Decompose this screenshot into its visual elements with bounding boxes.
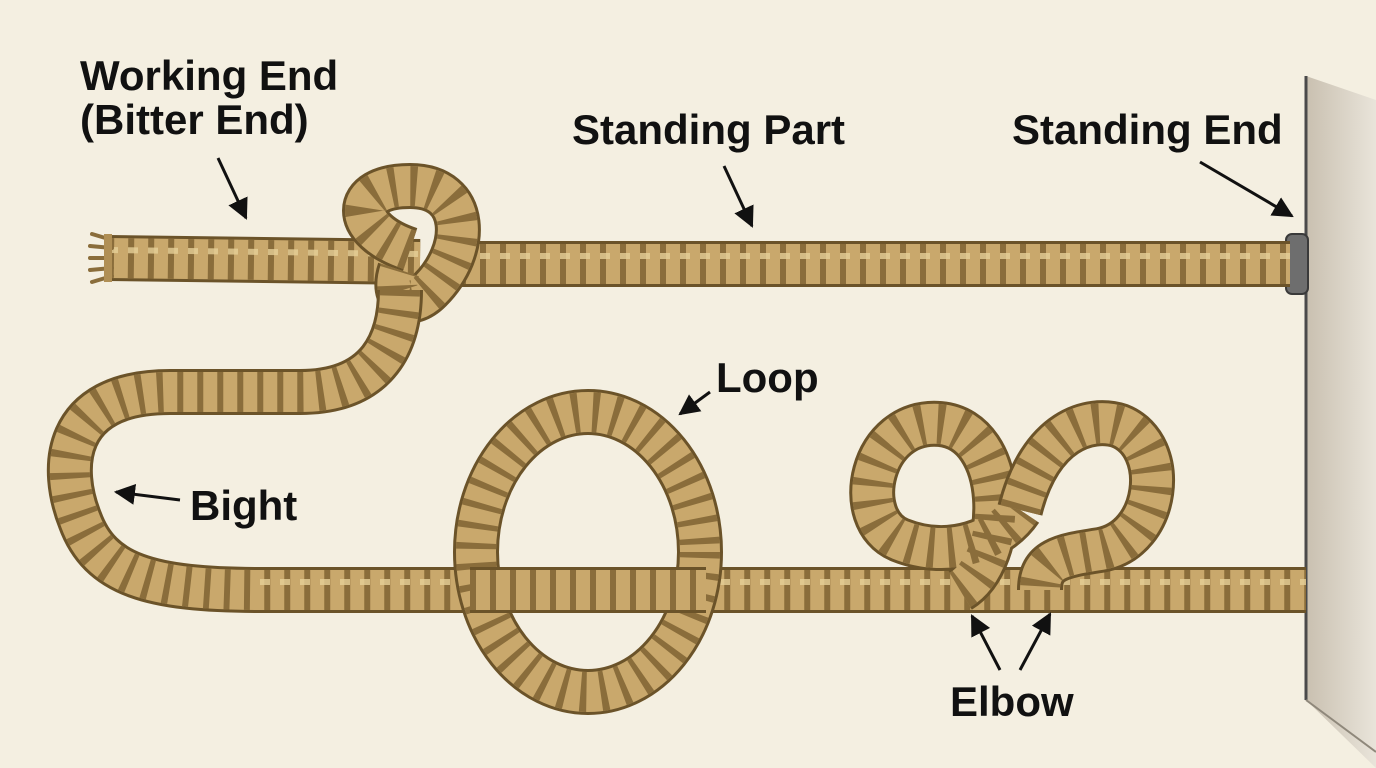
rope-loop bbox=[453, 389, 723, 715]
arrow-working-end bbox=[216, 157, 248, 220]
rope-upper-standing-part bbox=[440, 241, 1290, 287]
arrow-standing-end bbox=[1199, 160, 1294, 218]
label-working-end: Working End (Bitter End) bbox=[80, 52, 339, 144]
arrow-elbow-right bbox=[1018, 612, 1052, 671]
rope-bight-and-lower-run bbox=[46, 289, 1306, 613]
arrow-loop bbox=[678, 390, 711, 416]
arrow-bight bbox=[113, 483, 181, 505]
label-bight: Bight bbox=[190, 482, 298, 529]
arrow-standing-part bbox=[722, 165, 754, 228]
rope-knot bbox=[342, 162, 481, 324]
arrow-elbow-left bbox=[970, 614, 1002, 671]
label-standing-end: Standing End bbox=[1012, 106, 1283, 153]
label-standing-part: Standing Part bbox=[572, 106, 846, 153]
rope-elbow bbox=[849, 400, 1175, 610]
label-working-end-line2: (Bitter End) bbox=[80, 96, 309, 144]
label-working-end-line1: Working End bbox=[80, 52, 339, 99]
wall bbox=[1304, 76, 1376, 768]
label-elbow: Elbow bbox=[950, 678, 1074, 725]
label-loop: Loop bbox=[716, 354, 819, 401]
